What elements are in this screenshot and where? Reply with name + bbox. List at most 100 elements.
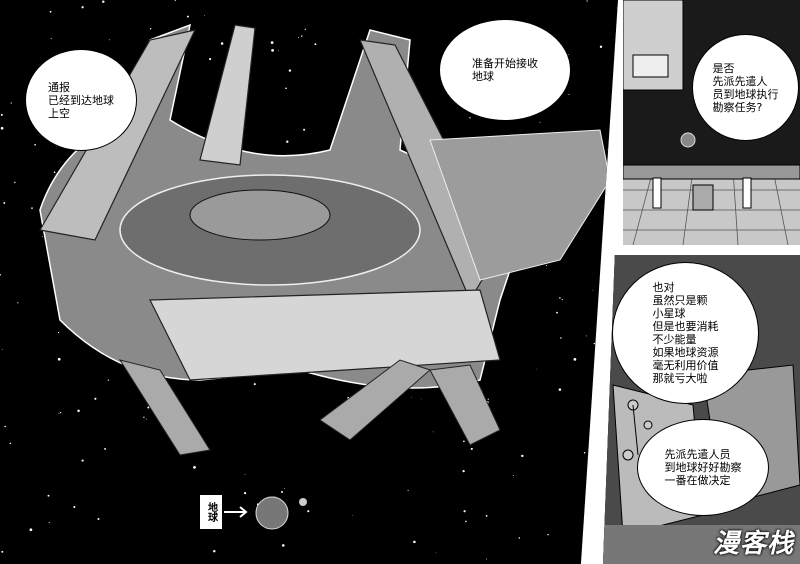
star: [47, 494, 50, 497]
star: [50, 38, 52, 40]
star: [277, 50, 279, 52]
station-lower-deck: [603, 525, 800, 564]
star: [597, 503, 599, 505]
star: [209, 58, 212, 61]
star: [31, 207, 33, 209]
star: [351, 514, 353, 516]
star: [41, 235, 43, 237]
station-front-platform: [149, 289, 501, 381]
speech-bubble-question: 是否 先派先遣人 员到地球执行 勘察任务?: [693, 35, 798, 140]
star: [97, 518, 100, 520]
star: [536, 368, 538, 370]
speech-bubble-decision: 先派先遣人员 到地球好好勘察 一番在做决定: [638, 420, 768, 515]
star: [607, 148, 609, 150]
star: [485, 515, 488, 517]
star: [593, 342, 595, 345]
star: [521, 454, 524, 458]
star: [213, 550, 216, 553]
star: [0, 113, 3, 116]
star: [14, 181, 16, 184]
speech-bubble-reasoning: 也对 虽然只是颗 小星球 但是也要消耗 不少能量 如果地球资源 毫无利用价值 那…: [613, 263, 758, 403]
star: [463, 510, 466, 513]
star: [413, 540, 416, 544]
star: [104, 447, 107, 450]
star: [568, 94, 570, 96]
star: [465, 520, 467, 523]
star: [583, 451, 586, 454]
star: [34, 143, 36, 146]
star: [595, 449, 599, 452]
star: [108, 39, 110, 41]
star: [539, 121, 541, 123]
star: [585, 335, 587, 337]
star: [17, 302, 19, 304]
star: [301, 35, 303, 37]
star: [143, 416, 145, 418]
star: [29, 528, 33, 532]
speech-text-reasoning: 也对 虽然只是颗 小星球 但是也要消耗 不少能量 如果地球资源 毫无利用价值 那…: [652, 281, 719, 385]
panel-station-closeup: 也对 虽然只是颗 小星球 但是也要消耗 不少能量 如果地球资源 毫无利用价值 那…: [603, 255, 800, 564]
star: [10, 102, 12, 104]
star: [303, 128, 306, 131]
station-lower-right-leg: [429, 364, 501, 446]
star: [307, 510, 310, 513]
star: [558, 388, 562, 391]
star: [463, 440, 465, 443]
star: [48, 521, 50, 523]
earth-planet: [255, 496, 289, 530]
star: [486, 558, 488, 560]
station-dome: [189, 189, 331, 241]
station-center-arm: [199, 24, 256, 166]
star: [271, 49, 274, 52]
star: [102, 0, 105, 3]
star: [304, 28, 306, 31]
star: [586, 0, 588, 2]
star: [518, 537, 521, 539]
star: [244, 492, 247, 495]
star: [1, 550, 4, 553]
panel-space-station: 通报 已经到达地球 上空 准备开始接收 地球 地球: [0, 0, 618, 564]
star: [60, 412, 62, 414]
star: [149, 28, 152, 30]
star: [3, 201, 6, 204]
star: [411, 397, 412, 398]
star: [284, 487, 286, 489]
star: [174, 0, 177, 1]
star: [73, 505, 76, 509]
space-station-illustration: [0, 0, 618, 560]
star: [608, 250, 610, 252]
arrow-right-icon: [224, 506, 248, 518]
star: [81, 459, 84, 462]
earth-label-tag: 地球: [199, 494, 223, 530]
star: [298, 37, 299, 38]
star: [314, 43, 317, 46]
star: [545, 264, 547, 267]
star: [49, 10, 52, 13]
station-right-machinery: [429, 129, 611, 281]
star: [77, 409, 80, 413]
star: [107, 379, 110, 381]
star: [573, 358, 577, 361]
star: [462, 469, 465, 473]
star: [420, 398, 422, 400]
star: [285, 87, 287, 90]
star: [470, 447, 473, 450]
star: [94, 397, 97, 400]
star: [57, 331, 60, 334]
speech-bubble-report: 通报 已经到达地球 上空: [26, 50, 136, 150]
panel-command-deck: 是否 先派先遣人 员到地球执行 勘察任务?: [623, 0, 800, 245]
star: [282, 544, 285, 547]
star: [253, 383, 256, 386]
star: [597, 521, 600, 524]
star: [81, 6, 84, 9]
star: [270, 41, 274, 44]
star: [1, 349, 3, 350]
star: [193, 466, 196, 469]
star: [147, 406, 150, 409]
speech-text-report: 通报 已经到达地球 上空: [48, 80, 114, 120]
star: [57, 357, 61, 361]
control-console: [692, 184, 714, 211]
star: [53, 171, 56, 173]
star: [9, 442, 12, 445]
star: [0, 126, 4, 130]
